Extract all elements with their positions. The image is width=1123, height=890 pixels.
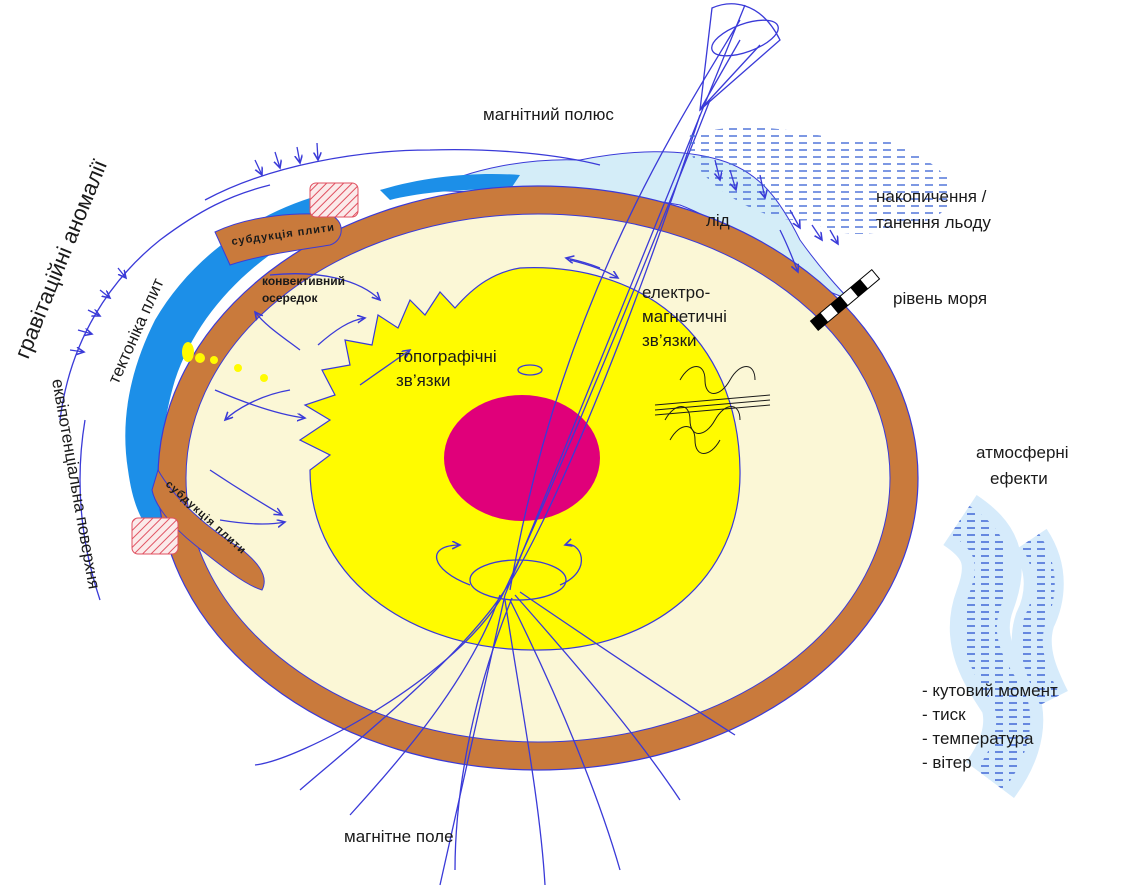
label-atmospheric-2: ефекти — [990, 469, 1048, 488]
label-electromagnetic-1: електро- — [642, 283, 710, 302]
inner-core — [444, 395, 600, 521]
gravity-arrow — [255, 160, 262, 175]
label-magnetic-field: магнітне поле — [344, 827, 454, 846]
precession-cone — [700, 4, 783, 110]
label-convective-2: осередок — [262, 291, 318, 305]
hatched-zone-bottom — [132, 518, 178, 554]
plume-dot — [210, 356, 218, 364]
atm-list-item: - вітер — [922, 753, 972, 772]
label-gravity-anomalies: гравітаційні аномалії — [9, 156, 112, 362]
label-topographic-1: топографічні — [396, 347, 497, 366]
label-ice-change-1: накопичення / — [876, 187, 987, 206]
label-magnetic-pole: магнітний полюс — [483, 105, 614, 124]
label-topographic-2: зв’язки — [396, 371, 451, 390]
label-ice: лід — [706, 211, 730, 230]
label-electromagnetic-2: магнетичні — [642, 307, 727, 326]
atm-list-item: - кутовий момент — [922, 681, 1058, 700]
label-electromagnetic-3: зв’язки — [642, 331, 697, 350]
gravity-arrow — [275, 152, 280, 168]
ice-arrow — [830, 230, 838, 244]
atm-list-item: - температура — [922, 729, 1034, 748]
plume-dot — [234, 364, 242, 372]
hatched-zone-top — [310, 183, 358, 217]
label-sea-level: рівень моря — [893, 289, 987, 308]
gravity-arrow — [317, 143, 318, 160]
atm-list-item: - тиск — [922, 705, 966, 724]
ice-arrow — [812, 225, 822, 240]
plume-dot — [260, 374, 268, 382]
label-atmospheric-1: атмосферні — [976, 443, 1069, 462]
label-equipotential-surface: еквіпотенціальна поверхня — [48, 377, 104, 590]
plume-dot — [182, 342, 194, 362]
plume-dot — [195, 353, 205, 363]
gravity-arrow — [297, 147, 300, 163]
label-convective-1: конвективний — [262, 274, 345, 288]
label-ice-change-2: танення льоду — [876, 213, 991, 232]
